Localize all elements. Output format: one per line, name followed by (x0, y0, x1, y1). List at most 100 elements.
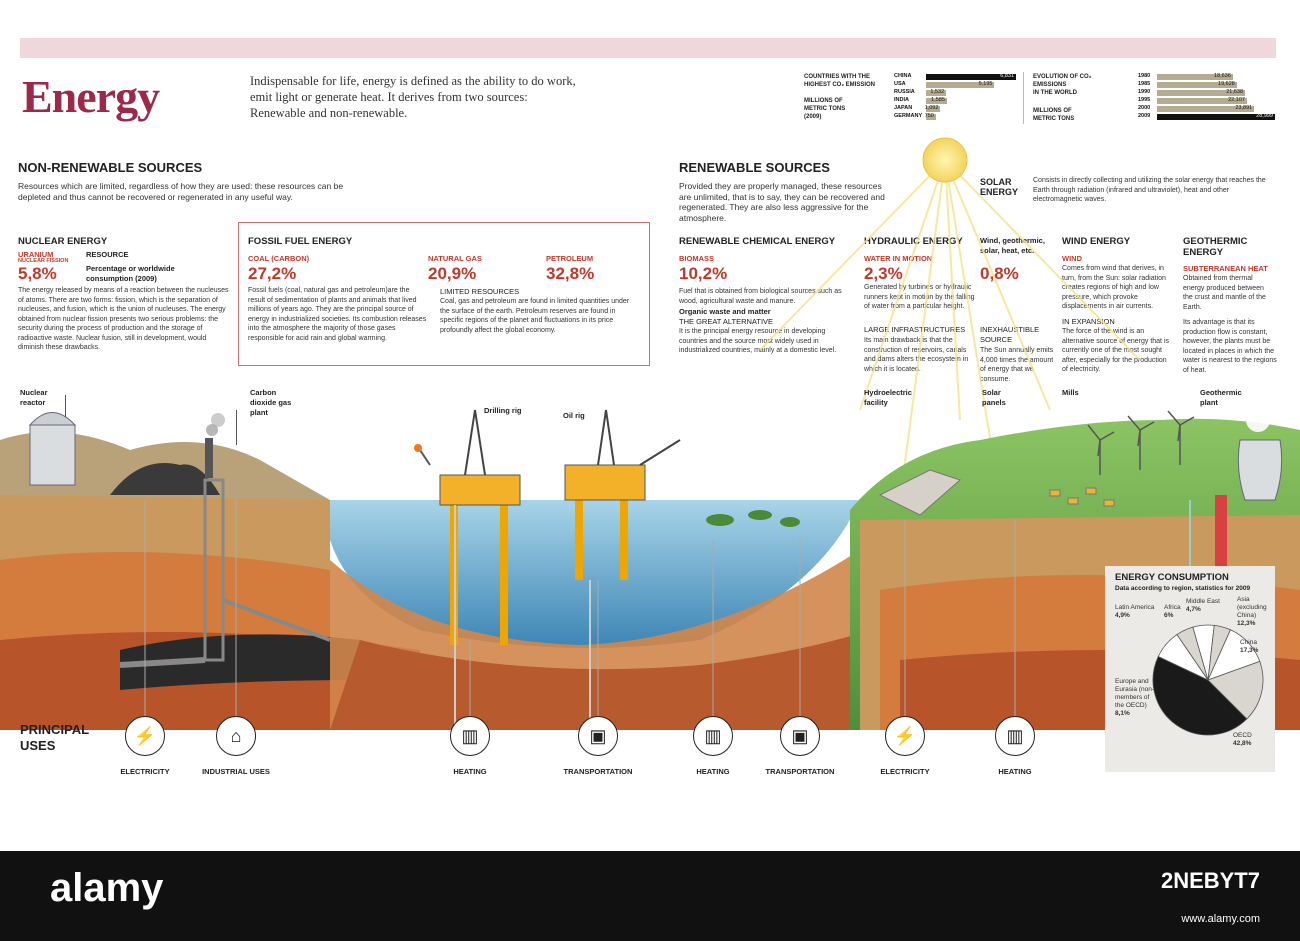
coal-pct: 27,2% (248, 264, 297, 283)
consumption-title: ENERGY CONSUMPTION (1115, 572, 1229, 583)
nuclear-title: NUCLEAR ENERGY (18, 236, 108, 247)
label-hydro: Hydroelectric facility (864, 388, 912, 407)
inex-text: The Sun annually emits 4,000 times the a… (980, 347, 1054, 383)
co2-year-bar (1157, 114, 1275, 120)
geothermic-plant-drawing (1189, 408, 1283, 615)
use-label: ELECTRICITY (880, 767, 930, 776)
resource-desc: Percentage or worldwide consumption (200… (86, 264, 175, 283)
co2-year-value: 19,628 (1218, 81, 1235, 87)
bus-icon: ▣ (578, 716, 618, 756)
bus-icon: ▣ (780, 716, 820, 756)
principal-uses-title: PRINCIPAL USES (20, 722, 89, 753)
biomass-plants (706, 510, 800, 527)
co2-country-value: 750 (924, 113, 934, 119)
label-oil-rig: Oil rig (563, 411, 585, 420)
watermark-logo: alamy (50, 866, 164, 910)
fossil-box (238, 222, 650, 366)
pie-label-name: Africa (1164, 604, 1181, 611)
pie-label-name: Asia (excluding China) (1237, 596, 1267, 619)
biomass-label: BIOMASS (679, 254, 715, 263)
hydraulic-sub: WATER IN MOTION (864, 254, 933, 263)
co2-country-label: RUSSIA (894, 89, 915, 95)
top-banner (20, 38, 1276, 58)
co2-country-value: 6,831 (1000, 73, 1014, 79)
chimney (205, 438, 213, 478)
pie-label-value: 8,1% (1115, 710, 1130, 717)
co2-year-bar (1157, 74, 1233, 80)
co2-country-value: 1,585 (931, 97, 945, 103)
divider (1023, 72, 1024, 124)
wgs-title: Wind, geothermic, solar, heat, etc. (980, 236, 1045, 255)
petroleum-label: PETROLEUM (546, 254, 594, 263)
co2-country-label: CHINA (894, 73, 912, 79)
use-label: INDUSTRIAL USES (202, 767, 270, 776)
use-label: HEATING (998, 767, 1032, 776)
nuclear-pct: 5,8% (18, 264, 57, 283)
infra-title: LARGE INFRASTRUCTURES (864, 325, 966, 334)
coal-text: Fossil fuels (coal, natural gas and petr… (248, 287, 427, 342)
co2-country-value: 1,092 (924, 105, 939, 111)
co2-year-label: 1995 (1138, 97, 1151, 103)
exp-text: The force of the wind is an alternative … (1062, 328, 1170, 373)
nuclear-reactor-drawing (28, 412, 77, 486)
nuclear-sub: URANIUM (18, 250, 54, 259)
chemical-title: RENEWABLE CHEMICAL ENERGY (679, 236, 836, 247)
use-label: ELECTRICITY (120, 767, 170, 776)
pie-slice (1207, 660, 1264, 720)
gas-label: NATURAL GAS (428, 254, 482, 263)
fossil-title: FOSSIL FUEL ENERGY (248, 236, 353, 247)
oil-rig-drawing (564, 409, 681, 580)
mine-shaft (203, 478, 225, 662)
biomass-pct: 10,2% (679, 264, 728, 283)
wind-text: Comes from wind that derives, in turn, f… (1062, 265, 1166, 310)
co2-country-value: 1,532 (930, 89, 945, 95)
nonrenewable-desc: Resources which are limited, regardless … (18, 181, 344, 202)
inex-title: INEXHAUSTIBLE SOURCE (980, 325, 1040, 344)
co2-year-value: 28,999 (1256, 113, 1273, 119)
label-nuclear-reactor: Nuclear reactor (20, 388, 48, 407)
hydraulic-text: Generated by turbines or hydraulic runne… (864, 284, 975, 310)
chemical-bold: Organic waste and matter (679, 307, 771, 316)
wind-sub: WIND (1062, 254, 1082, 263)
limited-text: Coal, gas and petroleum are found in lim… (440, 298, 630, 334)
page-title: Energy (22, 71, 160, 122)
dam (878, 469, 961, 516)
pie-slice (1152, 655, 1248, 736)
label-mills: Mills (1062, 388, 1079, 397)
co2-year-label: 2009 (1138, 113, 1151, 119)
co2-year-bar (1157, 98, 1247, 104)
wind-mills-drawing (1087, 410, 1195, 475)
limited-title: LIMITED RESOURCES (440, 287, 520, 296)
watermark-footer (0, 851, 1300, 941)
nuclear-text: The energy released by means of a reacti… (18, 287, 229, 351)
label-co2-plant: Carbon dioxide gas plant (250, 388, 292, 417)
solar-text: Consists in directly collecting and util… (1033, 177, 1266, 203)
radiator-icon: ▥ (450, 716, 490, 756)
co2-country-label: USA (894, 81, 906, 87)
renewable-heading: RENEWABLE SOURCES (679, 160, 830, 175)
co2-year-label: 1990 (1138, 89, 1151, 95)
co2-country-bar (926, 106, 941, 112)
geo-title: GEOTHERMIC ENERGY (1183, 236, 1248, 258)
co2-country-label: JAPAN (894, 105, 913, 111)
coal-label: COAL (CARBON) (248, 254, 310, 263)
use-label: HEATING (453, 767, 487, 776)
use-guide-lines (144, 500, 1016, 720)
co2-country-bar (926, 98, 947, 104)
pie-label-name: Middle East (1186, 598, 1220, 605)
coal-heap (110, 463, 220, 495)
co2-year-label: 1980 (1138, 73, 1151, 79)
hydraulic-title: HYDRAULIC ENERGY (864, 236, 963, 247)
exp-title: IN EXPANSION (1062, 317, 1115, 326)
solar-panels-drawing (1049, 487, 1115, 507)
lightning-icon: ⚡ (885, 716, 925, 756)
use-label: TRANSPORTATION (563, 767, 633, 776)
co2-country-bar (926, 82, 995, 88)
pie-label-name: Europe and Eurasia (non-members of the O… (1115, 678, 1155, 709)
chemical-alt: THE GREAT ALTERNATIVE (679, 317, 774, 326)
label-solar-panels: Solar panels (982, 388, 1006, 407)
co2-country-bar (926, 114, 936, 120)
